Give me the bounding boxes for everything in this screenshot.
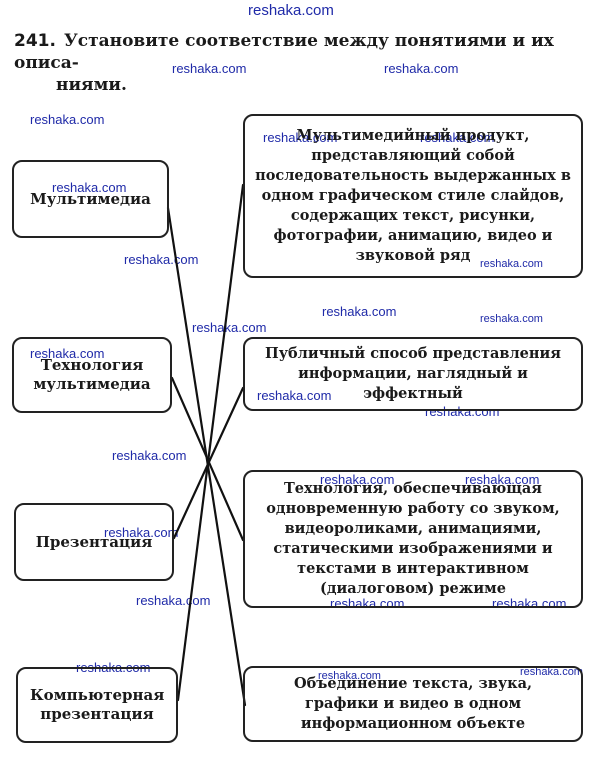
watermark: reshaka.com [30, 346, 105, 361]
concept-label: Презентация [35, 532, 153, 551]
watermark: reshaka.com [263, 130, 338, 145]
watermark: reshaka.com [257, 388, 332, 403]
watermark: reshaka.com [480, 313, 543, 325]
task-number: 241. [14, 31, 56, 51]
watermark: reshaka.com [425, 404, 500, 419]
description-text: Мультимедийный продукт, представляющий с… [255, 127, 571, 264]
watermark: reshaka.com [465, 472, 540, 487]
description-box-2: Публичный способ представления информаци… [243, 337, 583, 411]
watermark: reshaka.com [192, 320, 267, 335]
description-box-4: Объединение текста, звука, графики и вид… [243, 666, 583, 742]
description-box-1: Мультимедийный продукт, представляющий с… [243, 114, 583, 278]
watermark: reshaka.com [318, 670, 381, 682]
watermark: reshaka.com [520, 666, 583, 678]
watermark: reshaka.com [112, 448, 187, 463]
concept-box-computer-presentation: Компьютерная презентация [16, 667, 178, 743]
task-text-line1: Установите соответствие между понятиями … [14, 31, 554, 73]
concept-label: Компьютерная презентация [30, 686, 165, 723]
description-text: Объединение текста, звука, графики и вид… [293, 675, 533, 732]
concept-label: Мультимедиа [30, 189, 151, 208]
task-heading: 241.Установите соответствие между поняти… [14, 30, 584, 96]
watermark-top: reshaka.com [248, 2, 334, 19]
task-text-line2: ниями. [56, 75, 127, 95]
watermark: reshaka.com [124, 252, 199, 267]
description-text: Публичный способ представления информаци… [265, 345, 561, 402]
description-text: Технология, обеспечивающая одновременную… [266, 480, 560, 597]
watermark: reshaka.com [480, 258, 543, 270]
concept-label: Технология мультимедиа [33, 356, 151, 393]
watermark: reshaka.com [420, 130, 495, 145]
watermark: reshaka.com [384, 61, 459, 76]
watermark: reshaka.com [52, 180, 127, 195]
concept-box-presentation: Презентация [14, 503, 174, 581]
watermark: reshaka.com [104, 525, 179, 540]
concept-box-multimedia-technology: Технология мультимедиа [12, 337, 172, 413]
watermark: reshaka.com [172, 61, 247, 76]
watermark: reshaka.com [322, 304, 397, 319]
watermark: reshaka.com [30, 112, 105, 127]
line-concept4-desc1 [176, 183, 245, 702]
watermark: reshaka.com [320, 472, 395, 487]
concept-box-multimedia: Мультимедиа [12, 160, 169, 238]
description-box-3: Технология, обеспечивающая одновременную… [243, 470, 583, 608]
